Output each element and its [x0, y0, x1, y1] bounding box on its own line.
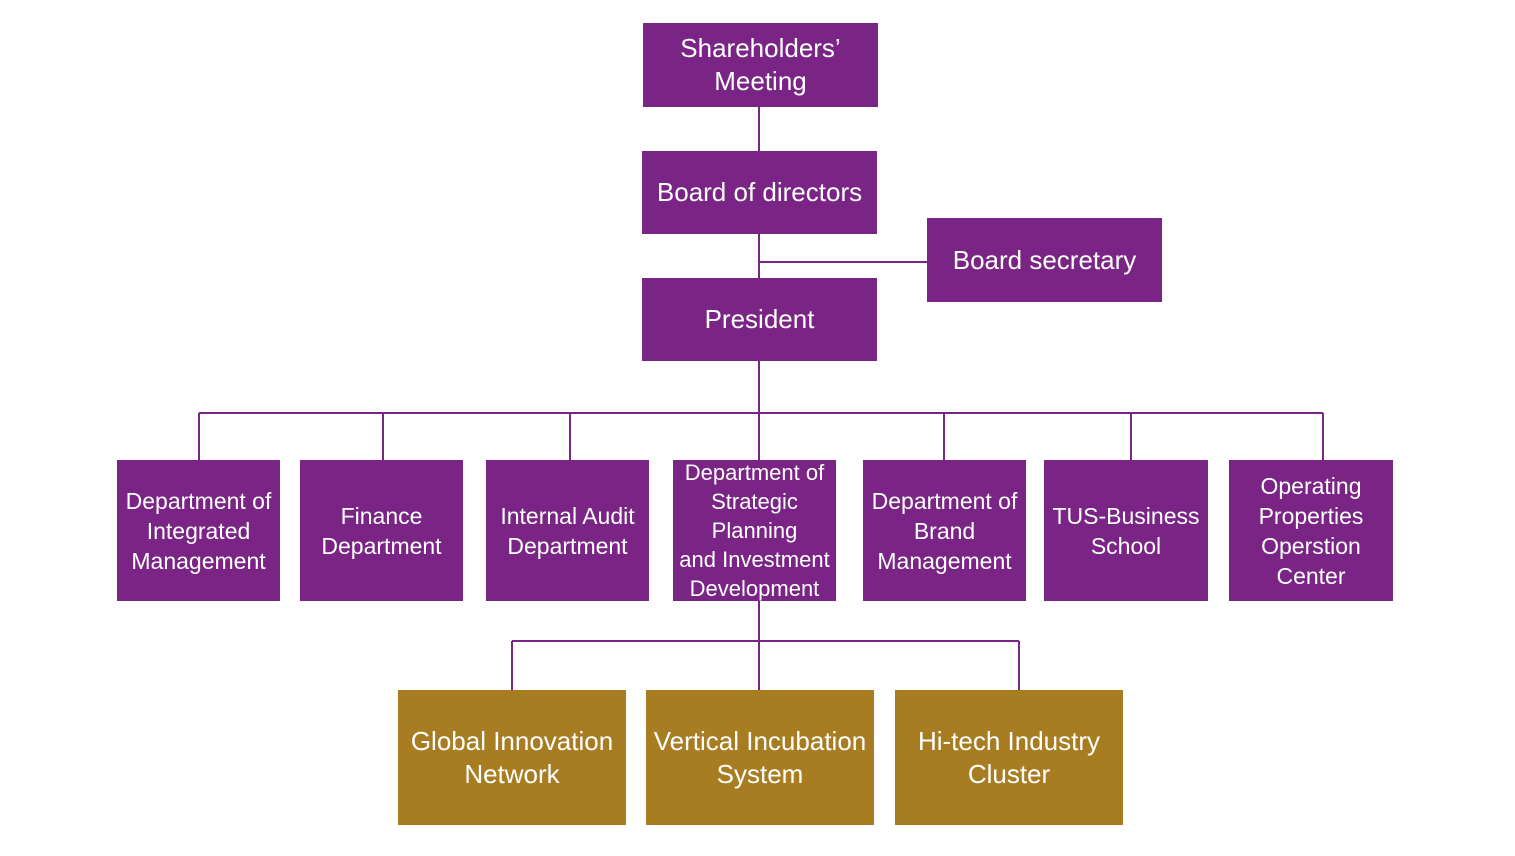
dept-operating-properties-box: Operating Properties Operstion Center [1229, 460, 1393, 601]
dept-finance-box: Finance Department [300, 460, 463, 601]
platform-vertical-incubation-box: Vertical Incubation System [646, 690, 874, 825]
platform-global-innovation-box: Global Innovation Network [398, 690, 626, 825]
president-box: President [642, 278, 877, 361]
board-secretary-box: Board secretary [927, 218, 1162, 302]
board-of-directors-box: Board of directors [642, 151, 877, 234]
dept-tus-business-school-box: TUS-Business School [1044, 460, 1208, 601]
shareholders-meeting-box: Shareholders’ Meeting [643, 23, 878, 107]
dept-brand-management-box: Department of Brand Management [863, 460, 1026, 601]
dept-internal-audit-box: Internal Audit Department [486, 460, 649, 601]
platform-hitech-cluster-box: Hi-tech Industry Cluster [895, 690, 1123, 825]
dept-strategic-planning-box: Department of Strategic Planning and Inv… [673, 460, 836, 601]
dept-integrated-management-box: Department of Integrated Management [117, 460, 280, 601]
